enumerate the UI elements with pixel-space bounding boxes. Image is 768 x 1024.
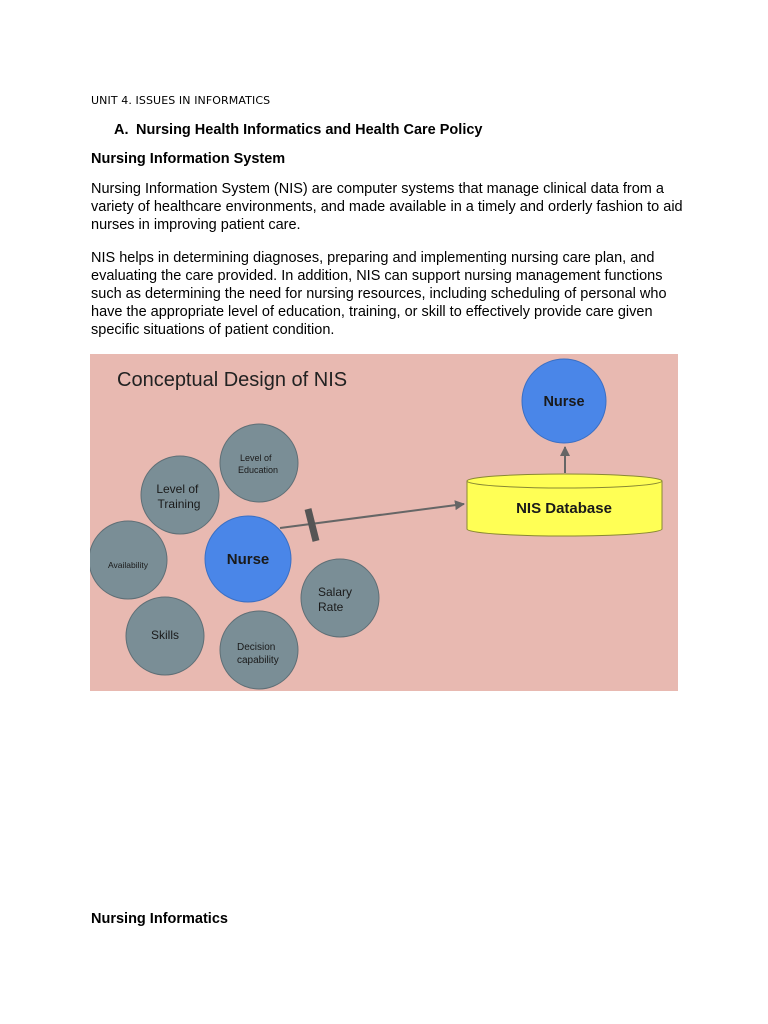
section-title: Nursing Health Informatics and Health Ca… — [136, 122, 483, 138]
salary-node: Salary Rate — [300, 558, 380, 638]
svg-text:Level of Education: Level of Education — [238, 453, 278, 475]
svg-text:Salary Rate: Salary Rate — [318, 585, 355, 614]
svg-text:Decision capability: Decision capability — [237, 642, 279, 666]
skills-node: Skills — [125, 596, 205, 676]
center-nurse-label: Nurse — [227, 551, 270, 568]
nis-conceptual-diagram: Conceptual Design of NIS Level of Educat… — [90, 354, 678, 691]
unit-heading: UNIT 4. ISSUES IN INFORMATICS — [91, 94, 271, 107]
connector-bar — [304, 508, 320, 542]
output-nurse-node: Nurse — [521, 358, 607, 444]
training-label-line1: Level of — [156, 482, 199, 496]
salary-label-line2: Rate — [318, 600, 344, 614]
decision-label-line1: Decision — [237, 642, 275, 653]
salary-label-line1: Salary — [318, 585, 352, 599]
diagram-title: Conceptual Design of NIS — [117, 369, 347, 391]
section-heading: A. Nursing Health Informatics and Health … — [114, 122, 482, 138]
subsection-title: Nursing Information System — [91, 151, 286, 167]
paragraph-nis-definition: Nursing Information System (NIS) are com… — [91, 181, 683, 233]
paragraph-nis-functions: NIS helps in determining diagnoses, prep… — [91, 250, 667, 338]
training-label-line2: Training — [158, 497, 201, 511]
decision-node: Decision capability — [219, 610, 299, 690]
availability-label: Availability — [108, 560, 149, 570]
bottom-heading: Nursing Informatics — [91, 911, 228, 927]
decision-label-line2: capability — [237, 655, 279, 666]
education-label-line2: Education — [238, 465, 278, 475]
output-nurse-label: Nurse — [543, 394, 584, 410]
svg-text:Level of Training: Level of Training — [156, 482, 201, 511]
nis-database-node: NIS Database — [466, 473, 663, 537]
availability-node: Availability — [90, 520, 168, 600]
center-nurse-node: Nurse — [204, 515, 292, 603]
education-label-line1: Level of — [240, 453, 272, 463]
diagram-canvas: Conceptual Design of NIS Level of Educat… — [90, 354, 678, 691]
nis-database-label: NIS Database — [516, 500, 612, 517]
training-node: Level of Training — [140, 455, 220, 535]
education-node: Level of Education — [219, 423, 299, 503]
section-marker: A. — [114, 122, 129, 138]
skills-label: Skills — [151, 628, 179, 642]
